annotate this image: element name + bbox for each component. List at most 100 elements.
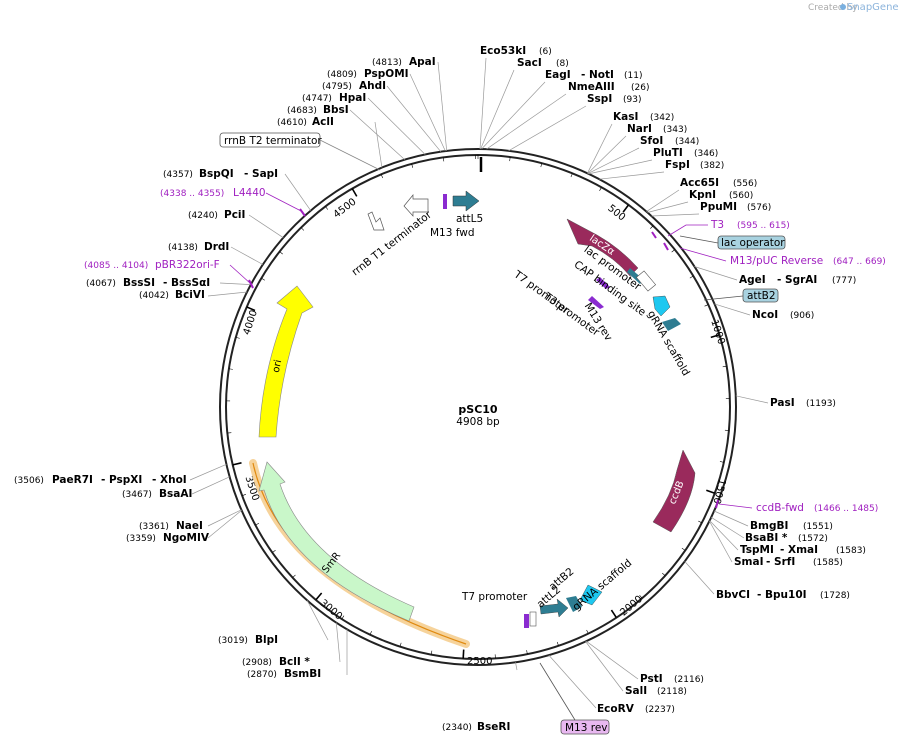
site-label[interactable]: AclI xyxy=(312,116,334,128)
svg-text:(4683): (4683) xyxy=(287,106,317,116)
site-label[interactable]: NcoI xyxy=(752,309,778,321)
attb2-feature-1[interactable] xyxy=(662,318,681,331)
attb2-box[interactable] xyxy=(742,288,779,303)
site-label[interactable]: PciI xyxy=(224,209,245,221)
site-label[interactable]: HpaI xyxy=(339,92,366,104)
site-label[interactable]: PspOMI xyxy=(364,68,409,80)
site-label[interactable]: Eco53kI xyxy=(480,45,526,57)
m13-rev-box[interactable] xyxy=(560,719,610,735)
m13-puc-primer-bar[interactable] xyxy=(663,242,669,251)
site-label[interactable]: - SgrAI xyxy=(777,274,817,286)
site-label[interactable]: NaeI xyxy=(176,520,203,532)
primer-label[interactable]: T3 xyxy=(710,219,724,231)
site-leader-line xyxy=(409,73,446,152)
site-label[interactable]: NmeAIII xyxy=(568,81,615,93)
site-label[interactable]: - NotI xyxy=(581,69,614,81)
primer-label[interactable]: M13/pUC Reverse xyxy=(730,255,823,267)
svg-text:(11): (11) xyxy=(624,71,642,81)
minor-tick xyxy=(719,461,724,463)
primer-label[interactable]: L4440 xyxy=(233,187,266,199)
site-label[interactable]: KpnI xyxy=(689,189,716,201)
primer-label[interactable]: pBR322ori-F xyxy=(155,259,220,271)
ccdb-fwd-primer-bar[interactable] xyxy=(715,499,719,509)
site-label[interactable]: FspI xyxy=(665,159,690,171)
site-label[interactable]: PasI xyxy=(770,397,795,409)
minor-tick xyxy=(242,494,246,496)
site-label[interactable]: DrdI xyxy=(204,241,229,253)
site-leader-line xyxy=(711,517,745,539)
site-label[interactable]: BbvCI xyxy=(716,589,750,601)
m13-fwd-feature[interactable] xyxy=(443,194,447,209)
site-label[interactable]: - XhoI xyxy=(152,474,187,486)
t3-promoter-feature[interactable] xyxy=(588,296,604,309)
ori-feature[interactable] xyxy=(258,285,314,438)
rrnb-t1-feature[interactable] xyxy=(403,194,429,217)
primer-label[interactable]: ccdB-fwd xyxy=(756,502,804,514)
site-label[interactable]: SfoI xyxy=(640,135,663,147)
svg-text:(8): (8) xyxy=(556,59,569,69)
site-label[interactable]: BspQI xyxy=(199,168,234,180)
ccdb-feature[interactable] xyxy=(652,449,696,533)
site-label[interactable]: BmgBI xyxy=(750,520,788,532)
site-label[interactable]: PluTI xyxy=(653,147,683,159)
site-label[interactable]: BclI * xyxy=(279,656,310,668)
site-label[interactable]: PpuMI xyxy=(700,201,737,213)
lacza-feature[interactable] xyxy=(566,218,639,277)
t3-primer-bar[interactable] xyxy=(651,231,657,239)
site-label[interactable]: BseRI xyxy=(477,721,510,733)
site-label[interactable]: NarI xyxy=(627,123,652,135)
m13-fwd-text: M13 fwd xyxy=(430,227,475,239)
site-label[interactable]: - PspXI xyxy=(101,474,142,486)
site-label[interactable]: - XmaI xyxy=(780,544,818,556)
site-label[interactable]: Acc65I xyxy=(680,177,719,189)
site-label[interactable]: KasI xyxy=(613,111,638,123)
rrnb-t2-feature[interactable] xyxy=(367,211,385,231)
site-label[interactable]: SmaI xyxy=(734,556,764,568)
site-label[interactable]: - BssSαI xyxy=(163,277,210,289)
lac-operator-text: lac operator xyxy=(721,237,785,249)
site-label[interactable]: - SrfI xyxy=(766,556,795,568)
site-label[interactable]: - SapI xyxy=(244,168,278,180)
svg-text:(1466 .. 1485): (1466 .. 1485) xyxy=(814,504,878,514)
lac-operator-box[interactable] xyxy=(717,235,786,250)
site-label[interactable]: - Bpu10I xyxy=(757,589,807,601)
site-label[interactable]: SacI xyxy=(517,57,542,69)
site-label[interactable]: AhdI xyxy=(359,80,386,92)
lac-promoter-feature[interactable] xyxy=(635,270,657,292)
attl2-feature[interactable] xyxy=(539,598,569,618)
m13-rev-feature[interactable] xyxy=(529,611,537,627)
attb2-feature-2[interactable] xyxy=(566,596,582,612)
site-label[interactable]: ApaI xyxy=(409,56,436,68)
major-tick xyxy=(246,306,256,312)
site-label[interactable]: BsmBI xyxy=(284,668,321,680)
site-label[interactable]: AgeI xyxy=(739,274,766,286)
grna-scaffold-feature-2[interactable] xyxy=(579,584,603,606)
site-label[interactable]: SspI xyxy=(587,93,612,105)
site-label[interactable]: EagI xyxy=(545,69,571,81)
grna-scaffold-feature-1[interactable] xyxy=(652,295,671,317)
site-label[interactable]: BsaAI xyxy=(159,488,192,500)
site-label[interactable]: PaeR7I xyxy=(52,474,93,486)
t7-promoter-feature-2[interactable] xyxy=(524,614,529,628)
attl5-feature[interactable] xyxy=(452,190,480,212)
t7-promoter-feature-1[interactable] xyxy=(596,277,610,289)
site-label[interactable]: SalI xyxy=(625,685,647,697)
site-leaders xyxy=(189,57,769,709)
site-label[interactable]: BssSI xyxy=(123,277,155,289)
plasmid-length: 4908 bp xyxy=(456,416,500,428)
site-label[interactable]: BlpI xyxy=(255,634,278,646)
site-label[interactable]: NgoMIV xyxy=(163,532,210,544)
svg-text:(2908): (2908) xyxy=(242,658,272,668)
smr-feature[interactable] xyxy=(258,461,415,622)
site-label[interactable]: EcoRV xyxy=(597,703,635,715)
site-label[interactable]: BciVI xyxy=(175,289,205,301)
site-label[interactable]: PstI xyxy=(640,673,663,685)
svg-text:(1551): (1551) xyxy=(803,522,833,532)
site-label[interactable]: BbsI xyxy=(323,104,349,116)
site-leader-line xyxy=(735,395,769,404)
site-label[interactable]: TspMI xyxy=(740,544,774,556)
minor-tick xyxy=(639,595,643,599)
site-label[interactable]: BsaBI * xyxy=(745,532,788,544)
l4440-primer-bar[interactable] xyxy=(299,208,306,217)
